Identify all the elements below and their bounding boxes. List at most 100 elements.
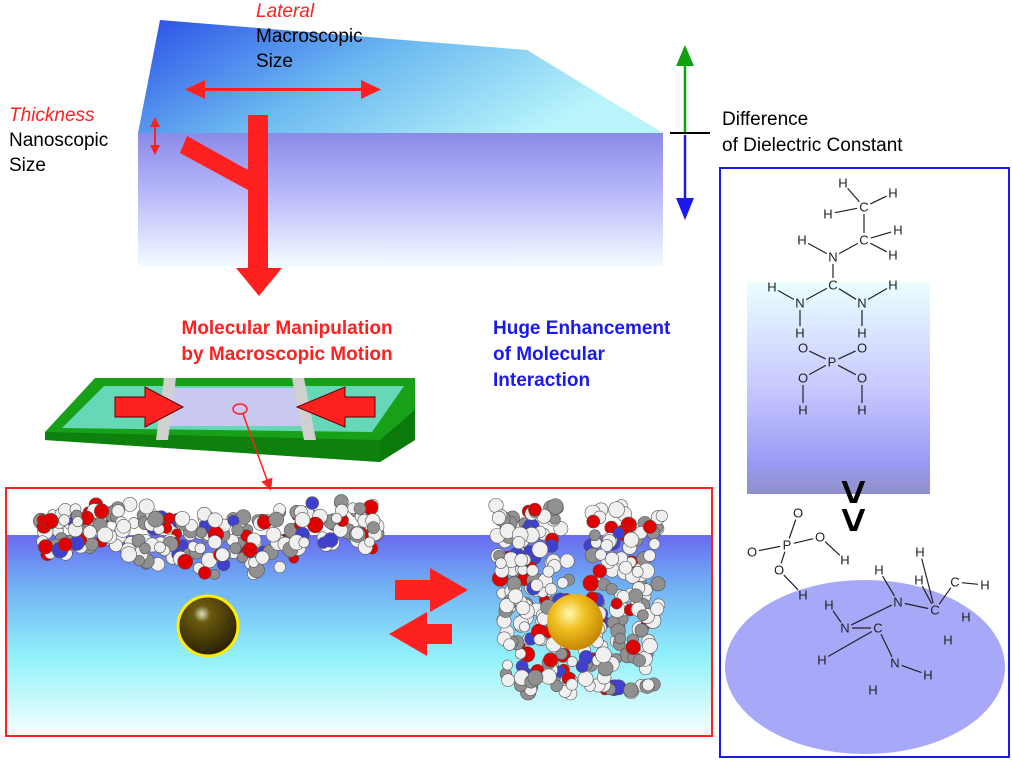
atom-sphere	[526, 564, 539, 577]
chemical-bond	[783, 574, 799, 591]
chemical-bond	[851, 604, 892, 626]
atom-sphere	[643, 549, 656, 562]
atom-sphere	[631, 565, 644, 578]
atom-sphere	[138, 498, 155, 515]
size-label-thickness: Size	[9, 155, 46, 176]
atom-label: H	[797, 233, 806, 248]
atom-sphere	[305, 496, 319, 510]
atom-sphere	[499, 598, 515, 614]
atom-sphere	[139, 542, 151, 555]
interface-environment	[747, 282, 930, 494]
atom-sphere	[527, 669, 544, 686]
atom-label: H	[915, 545, 924, 560]
atom-sphere	[294, 512, 311, 528]
atom-sphere	[614, 632, 627, 645]
chemical-bond	[921, 585, 933, 605]
chemical-bond	[780, 551, 786, 564]
chemical-bond	[809, 350, 826, 360]
atom-sphere	[116, 519, 131, 534]
chemical-bond	[758, 545, 781, 552]
atom-sphere	[502, 659, 513, 671]
atom-label: N	[890, 656, 899, 671]
chemical-bond	[838, 350, 856, 360]
guest-molecule-free	[176, 594, 240, 658]
atom-sphere	[550, 679, 563, 693]
atom-sphere	[515, 600, 531, 616]
dielectric-arrows	[670, 45, 710, 220]
macroscopic-label: Macroscopic	[256, 26, 363, 47]
atom-label: O	[798, 341, 808, 356]
atom-sphere	[628, 588, 643, 603]
atom-label: H	[868, 683, 877, 698]
atom-sphere	[650, 576, 666, 592]
chemical-bond	[961, 582, 979, 585]
chemical-bond	[838, 242, 859, 255]
chemical-bond	[904, 602, 929, 610]
atom-sphere	[207, 512, 223, 528]
enhancement-label-2: of Molecular	[493, 344, 606, 365]
atom-sphere	[154, 541, 166, 554]
atom-sphere	[544, 582, 558, 596]
size-label-lateral: Size	[256, 51, 293, 72]
atom-sphere	[231, 523, 244, 537]
interface-panel	[5, 487, 713, 737]
chemical-bond	[788, 519, 797, 539]
atom-label: C	[828, 278, 837, 293]
atom-label: H	[961, 610, 970, 625]
atom-label: H	[857, 403, 866, 418]
atom-sphere	[38, 539, 54, 555]
atom-sphere	[542, 565, 555, 578]
atom-sphere	[111, 504, 125, 518]
atom-sphere	[540, 668, 557, 685]
atom-label: H	[888, 278, 897, 293]
atom-label: H	[767, 280, 776, 295]
atom-sphere	[655, 509, 668, 522]
atom-sphere	[508, 588, 524, 604]
atom-label: H	[914, 573, 923, 588]
lateral-label: Lateral	[256, 1, 315, 22]
atom-sphere	[605, 551, 620, 566]
atom-sphere	[650, 602, 665, 616]
atom-sphere	[547, 498, 564, 515]
green-up-arrowhead	[676, 45, 694, 66]
atom-label: H	[798, 588, 807, 603]
atom-sphere	[632, 654, 646, 668]
atom-sphere	[364, 536, 375, 548]
atom-sphere	[543, 652, 559, 668]
atom-sphere	[595, 646, 612, 664]
enhancement-label-1: Huge Enhancement	[493, 318, 671, 339]
atom-sphere	[198, 566, 212, 580]
atom-sphere	[531, 541, 549, 558]
compress-arrow-left	[295, 386, 376, 428]
langmuir-trough	[45, 378, 415, 491]
manipulation-label-2: by Macroscopic Motion	[181, 344, 392, 365]
atom-sphere	[353, 502, 367, 515]
atom-sphere	[519, 621, 530, 633]
atom-sphere	[582, 574, 600, 592]
atom-sphere	[120, 546, 137, 563]
atom-label: H	[838, 176, 847, 191]
chemical-bond	[832, 610, 842, 623]
atom-sphere	[648, 538, 661, 550]
atom-label: H	[888, 248, 897, 263]
atom-sphere	[207, 535, 222, 550]
atom-sphere	[642, 638, 658, 654]
slab-front-face	[138, 133, 663, 267]
dielectric-label-2: of Dielectric Constant	[722, 135, 903, 156]
blue-down-arrowhead	[676, 198, 694, 220]
atom-sphere	[503, 638, 516, 651]
atom-label: H	[893, 223, 902, 238]
atom-sphere	[623, 531, 640, 548]
atom-sphere	[94, 503, 110, 519]
atom-sphere	[559, 553, 575, 569]
enhanced-environment	[725, 580, 1005, 754]
atom-sphere	[242, 542, 258, 558]
comparison-symbol-2: >	[829, 507, 878, 533]
atom-label: O	[747, 545, 757, 560]
atom-label: H	[857, 326, 866, 341]
atom-sphere	[642, 678, 655, 692]
atom-sphere	[586, 514, 601, 529]
